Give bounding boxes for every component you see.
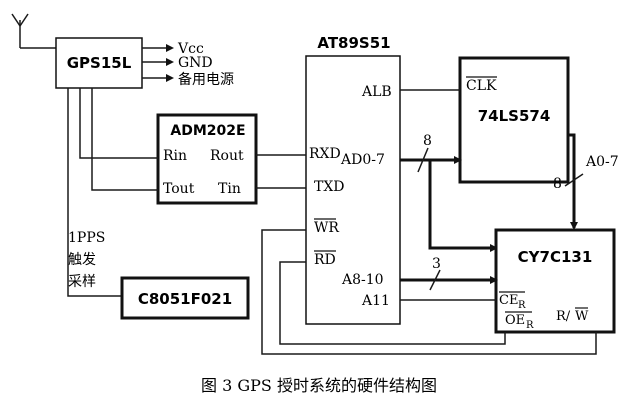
pps-label-1: 1PPS bbox=[68, 230, 105, 246]
ad0-7-pin: AD0-7 bbox=[340, 152, 385, 168]
a0-7-bus bbox=[568, 133, 578, 230]
cy7c131-label: CY7C131 bbox=[518, 248, 593, 266]
ce-sub: R bbox=[518, 300, 526, 311]
figure-caption: 图 3 GPS 授时系统的硬件结构图 bbox=[201, 376, 437, 395]
at89s51-label: AT89S51 bbox=[317, 34, 390, 52]
pps-wire bbox=[67, 88, 122, 297]
wr-wire bbox=[261, 229, 597, 355]
clk-pin: CLK bbox=[466, 78, 497, 94]
c8051f021-label: C8051F021 bbox=[138, 290, 232, 308]
oe-pin: OE bbox=[505, 313, 525, 328]
a8-10-pin: A8-10 bbox=[341, 272, 384, 288]
backup-power-label: 备用电源 bbox=[178, 71, 234, 88]
a0-7-label: A0-7 bbox=[585, 154, 619, 170]
oe-sub: R bbox=[526, 320, 534, 331]
ad-bus-to-dpram bbox=[428, 160, 498, 252]
rd-wire bbox=[279, 261, 506, 345]
gps15l-label: GPS15L bbox=[67, 54, 132, 72]
gps-tx-wire bbox=[79, 88, 158, 159]
tout-label: Tout bbox=[163, 181, 195, 197]
ad-bus-width: 8 bbox=[423, 133, 432, 149]
rw-r-pin: R/ bbox=[556, 309, 571, 324]
ce-pin: CE bbox=[499, 293, 518, 308]
a8-10-slash bbox=[429, 269, 441, 291]
pps-label-3: 采样 bbox=[68, 274, 96, 290]
rxd-pin: RXD bbox=[309, 146, 341, 162]
adm202e-label: ADM202E bbox=[170, 123, 245, 139]
wr-pin: WR bbox=[314, 220, 339, 236]
adm202e-block bbox=[156, 113, 258, 205]
gps15l-block bbox=[55, 37, 143, 89]
rin-label: Rin bbox=[163, 148, 187, 164]
pps-label-2: 触发 bbox=[68, 252, 96, 268]
rd-pin: RD bbox=[314, 252, 336, 268]
antenna-icon bbox=[11, 13, 56, 49]
txd-pin: TXD bbox=[314, 179, 345, 195]
74ls574-block bbox=[458, 56, 570, 184]
a11-pin: A11 bbox=[361, 293, 390, 309]
gnd-label: GND bbox=[178, 55, 213, 71]
a8-10-width: 3 bbox=[432, 256, 441, 272]
gps-rx-wire bbox=[91, 88, 158, 191]
rw-w-pin: W bbox=[575, 309, 589, 324]
ad-bus-slash bbox=[417, 147, 429, 173]
rout-label: Rout bbox=[210, 148, 244, 164]
alb-pin: ALB bbox=[361, 84, 392, 100]
tin-label: Tin bbox=[218, 181, 241, 197]
at89s51-block bbox=[305, 55, 401, 325]
a0-7-slash bbox=[564, 173, 584, 187]
74ls574-label: 74LS574 bbox=[478, 107, 551, 125]
vcc-label: Vcc bbox=[177, 41, 204, 57]
a0-7-width: 8 bbox=[553, 176, 562, 192]
c8051f021-block bbox=[120, 276, 250, 320]
